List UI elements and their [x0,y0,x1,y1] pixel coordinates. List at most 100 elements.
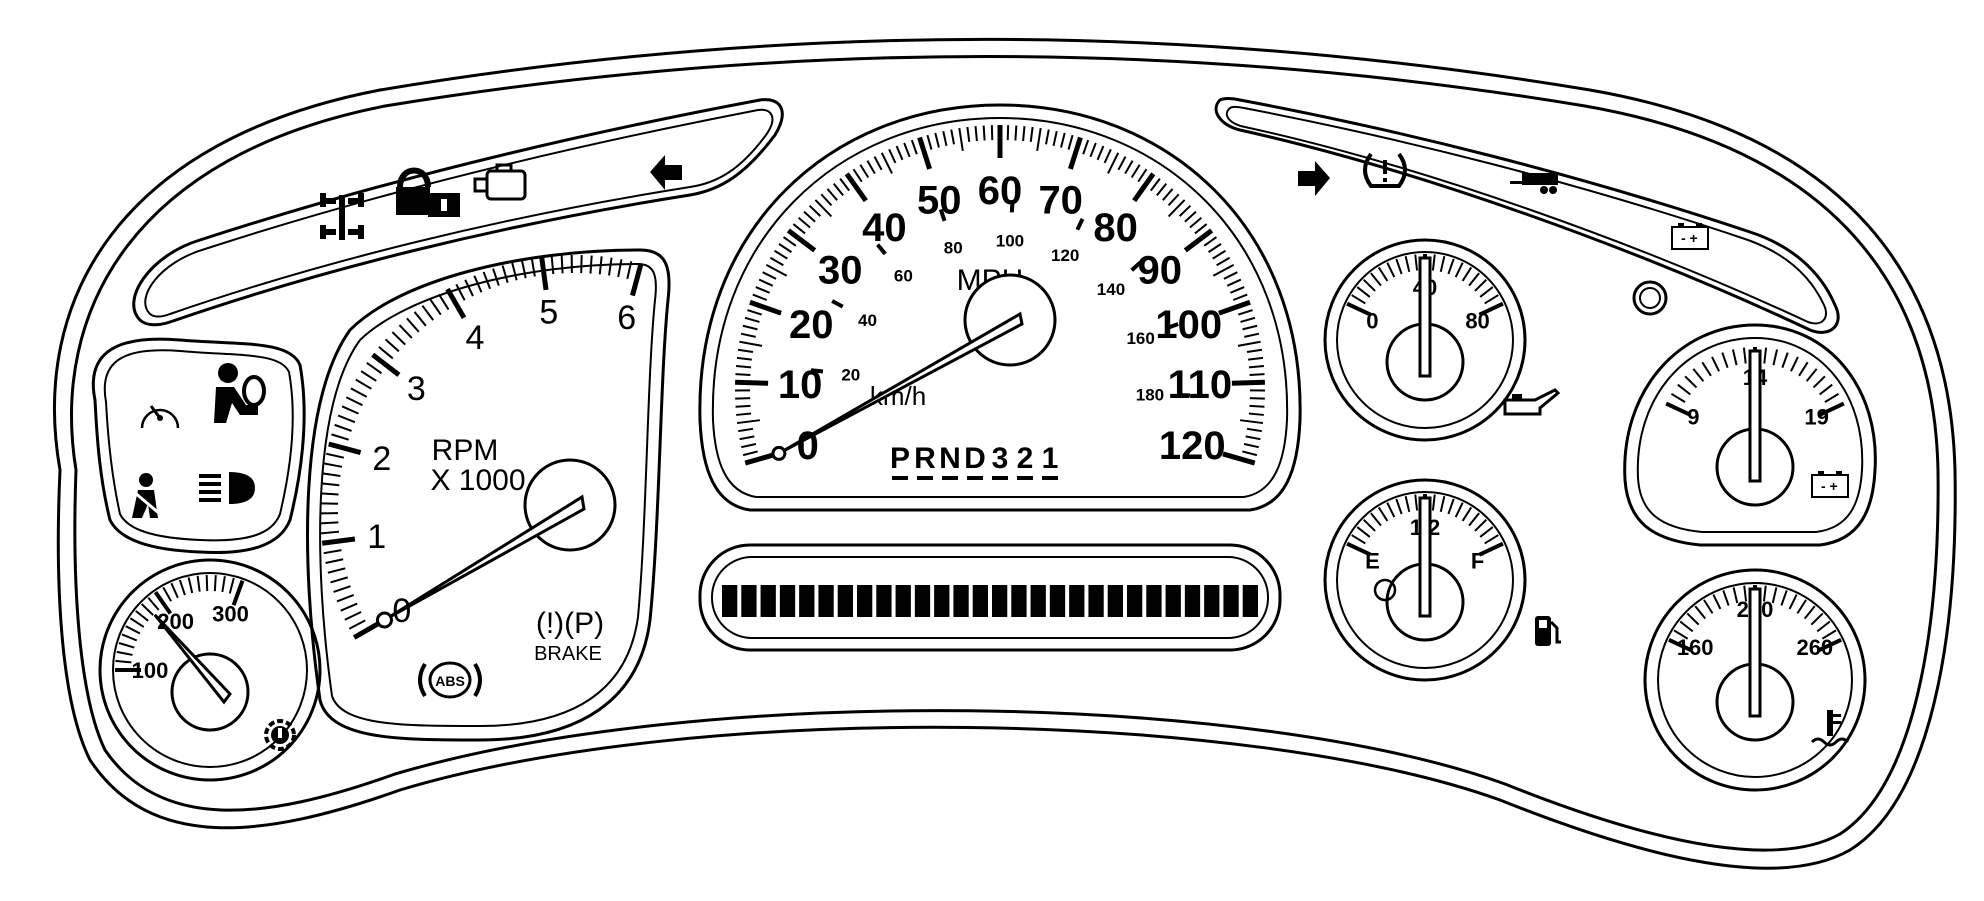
fuel-tick [1441,496,1445,512]
tach-label: 5 [539,294,558,332]
odometer-cell [722,585,737,617]
speedo-tick [753,295,767,300]
trans-temp-tick [230,578,234,593]
speedo-tick [1213,251,1226,259]
cruise-control-icon [142,406,178,428]
tach-tick [328,568,345,572]
kmh-label: 100 [996,231,1024,250]
tach-tick [591,256,592,274]
speedo-tick [1037,128,1041,151]
speedo-tick [1134,174,1153,201]
trans-temp-tick [207,575,208,591]
voltmeter-tick [1782,353,1787,368]
oil-pressure-tick [1357,287,1370,297]
trans-temp-tick [122,634,137,640]
tach-tick [465,280,473,296]
kmh-label: 80 [944,238,963,257]
abs-text: ABS [435,673,465,689]
4wd-icon [320,193,364,240]
oil-pressure-tick [1396,259,1401,274]
fuel-tick [1387,503,1394,517]
right-turn-arrow-icon [1298,161,1330,196]
speedo-tick [1238,342,1261,346]
speedo-needle-tip [773,447,785,459]
speedo-tick [775,251,788,259]
odometer-cell [857,585,872,617]
coolant-temp-tick [1713,595,1720,609]
oil-pressure-tick [1371,273,1381,285]
speedo-tick [810,206,821,216]
speedo-tick [951,130,954,145]
tach-tick [331,577,348,582]
trans-temp-tick [130,618,143,627]
gear-underline [917,476,933,480]
voltmeter-tick [1722,353,1727,368]
kmh-label: 60 [894,266,913,285]
coolant-temp-tick [1680,622,1693,632]
tach-tick [321,532,339,534]
oil-pressure-needle [1420,258,1430,376]
oil-pressure-tick [1352,295,1366,303]
speedo-tick [743,451,758,455]
odometer-cell [799,585,814,617]
speedo-tick [1246,436,1261,439]
tach-tick [329,444,361,453]
speedo-tick [1250,374,1265,375]
kmh-label: 140 [1097,280,1125,299]
speedo-tick [763,272,776,279]
fuel-tick [1485,535,1499,543]
speedo-tick [779,244,792,252]
speedo-tick [737,420,760,423]
tach-tick [532,259,535,277]
gear-underline [992,476,1008,480]
tach-tick [321,483,339,485]
tach-label: 6 [617,299,636,337]
oil-can-icon [1505,390,1558,414]
coolant-temp-tick [1811,613,1822,624]
oil-pressure-tick [1485,295,1499,303]
odometer-cell [780,585,795,617]
tach-tick [321,493,339,494]
speedo-tick [1247,429,1262,431]
speedo-tick [1163,189,1173,200]
odometer-cell [1050,585,1065,617]
speedo-tick [1242,451,1257,455]
odometer-cell [1185,585,1200,617]
speedo-tick [738,350,753,352]
speedo-tick [793,224,805,233]
speedo-tick [1105,149,1111,163]
tach-tick [552,256,554,274]
speedo-tick [1227,280,1241,286]
speedo-tick [784,237,796,246]
speedo-tick [1248,358,1263,360]
coolant-temp-tick [1790,595,1797,609]
speedo-tick [875,157,882,170]
speedo-tick [827,189,837,200]
tach-tick [338,416,355,423]
coolant-temp-needle [1750,589,1760,716]
mph-label: 90 [1137,249,1182,293]
tach-label: 1 [367,518,386,556]
voltmeter-tick [1712,357,1719,371]
oil-pressure-tick [1480,287,1493,297]
speedo-tick [1132,165,1140,178]
tach-tick [632,264,641,296]
odometer-cell [838,585,853,617]
voltmeter-tick [1744,348,1746,364]
tach-tick [323,473,341,476]
coolant-temp-tick [1687,613,1698,624]
speedo-tick [1195,224,1207,233]
speedo-tick [1015,126,1016,141]
gear-letter: P [890,442,910,475]
speedo-tick [1070,137,1080,168]
tach-tick [600,256,602,274]
odometer-cell [876,585,891,617]
voltmeter-tick [1678,385,1691,395]
voltmeter-tick [1671,394,1685,402]
fuel-label: E [1365,548,1380,573]
speedo-tick [804,212,815,222]
tach-tick [345,612,361,620]
speedo-tick [935,133,939,148]
speedo-tick [756,287,770,293]
